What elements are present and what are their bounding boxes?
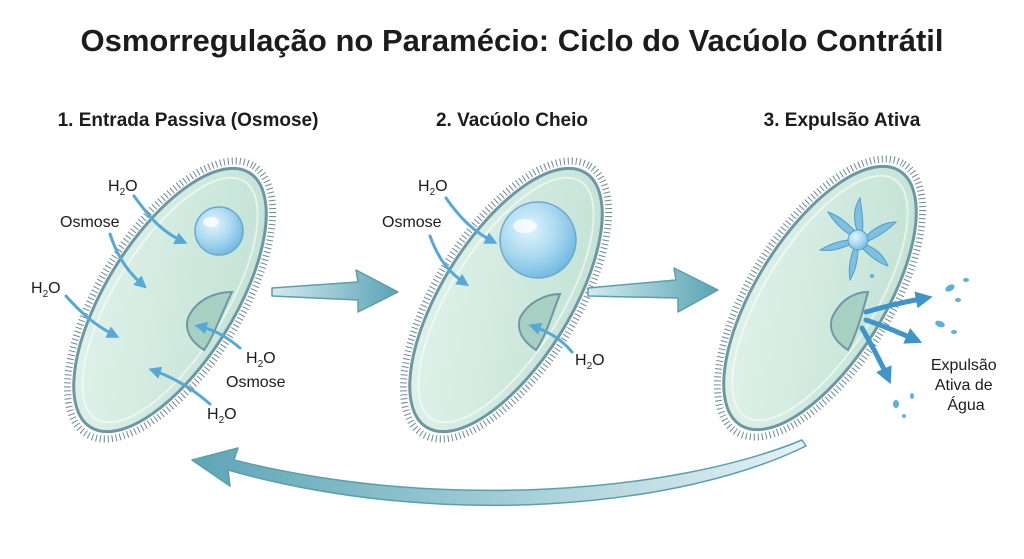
transition-arrow-2-3	[587, 267, 719, 313]
osmose-label-1-left: Osmose	[60, 214, 120, 231]
stage-2-heading: 2. Vacúolo Cheio	[436, 110, 588, 131]
h2o-label-2-groove: H2O	[575, 352, 605, 372]
oral-groove-1	[186, 290, 234, 352]
cilia-ring-2	[399, 157, 613, 443]
cilia-ring-3	[713, 155, 927, 441]
water-arrow-1b	[108, 232, 147, 289]
expel-arrow-bottom	[859, 325, 892, 385]
paramecium-cell-3	[713, 155, 927, 441]
cilia-ring-1	[63, 157, 277, 443]
h2o-label-1-left: H2O	[31, 280, 61, 300]
expulsion-arrows	[859, 291, 933, 385]
osmose-label-2-left: Osmose	[382, 214, 442, 231]
h2o-label-2-top: H2O	[418, 178, 448, 198]
oral-groove-3	[830, 290, 870, 352]
paramecium-cell-1	[63, 157, 277, 443]
water-arrow-1e	[148, 366, 212, 406]
osmosis-arrows-1	[64, 194, 242, 406]
return-cycle-arrow	[191, 439, 807, 507]
h2o-label-1-groove: H2O	[246, 350, 276, 370]
contracted-vacuole-core	[847, 229, 869, 251]
osmosis-arrows-2	[428, 196, 574, 354]
stage-3-heading: 3. Expulsão Ativa	[764, 110, 921, 131]
water-arrow-2a	[444, 196, 498, 244]
contractile-vacuole-small	[194, 206, 244, 256]
expel-label: Expulsão Ativa de Água	[931, 357, 1001, 414]
stage-1-heading: 1. Entrada Passiva (Osmose)	[58, 110, 319, 131]
oral-groove-2	[518, 292, 562, 352]
water-arrow-1d	[194, 321, 242, 350]
cell-body-1	[72, 166, 268, 434]
h2o-label-1-bottom: H2O	[207, 406, 237, 426]
expel-arrow-middle	[863, 317, 923, 344]
water-arrow-1a	[132, 194, 188, 245]
h2o-label-1-top: H2O	[108, 178, 138, 198]
water-arrow-1c	[64, 294, 120, 338]
diagram-title: Osmorregulação no Paramécio: Ciclo do Va…	[80, 23, 943, 58]
cell-body-2	[408, 166, 604, 434]
transition-arrow-1-2	[271, 269, 399, 313]
expel-arrow-top	[863, 291, 933, 315]
water-arrow-2b	[428, 234, 470, 287]
water-droplets	[870, 274, 969, 418]
paramecium-cell-2	[399, 157, 613, 443]
water-arrow-2c	[528, 322, 574, 354]
osmose-label-1-groove: Osmose	[226, 374, 286, 391]
cell-body-3	[722, 164, 918, 432]
contractile-vacuole-full	[499, 201, 577, 279]
contracted-vacuole-star	[818, 196, 898, 282]
